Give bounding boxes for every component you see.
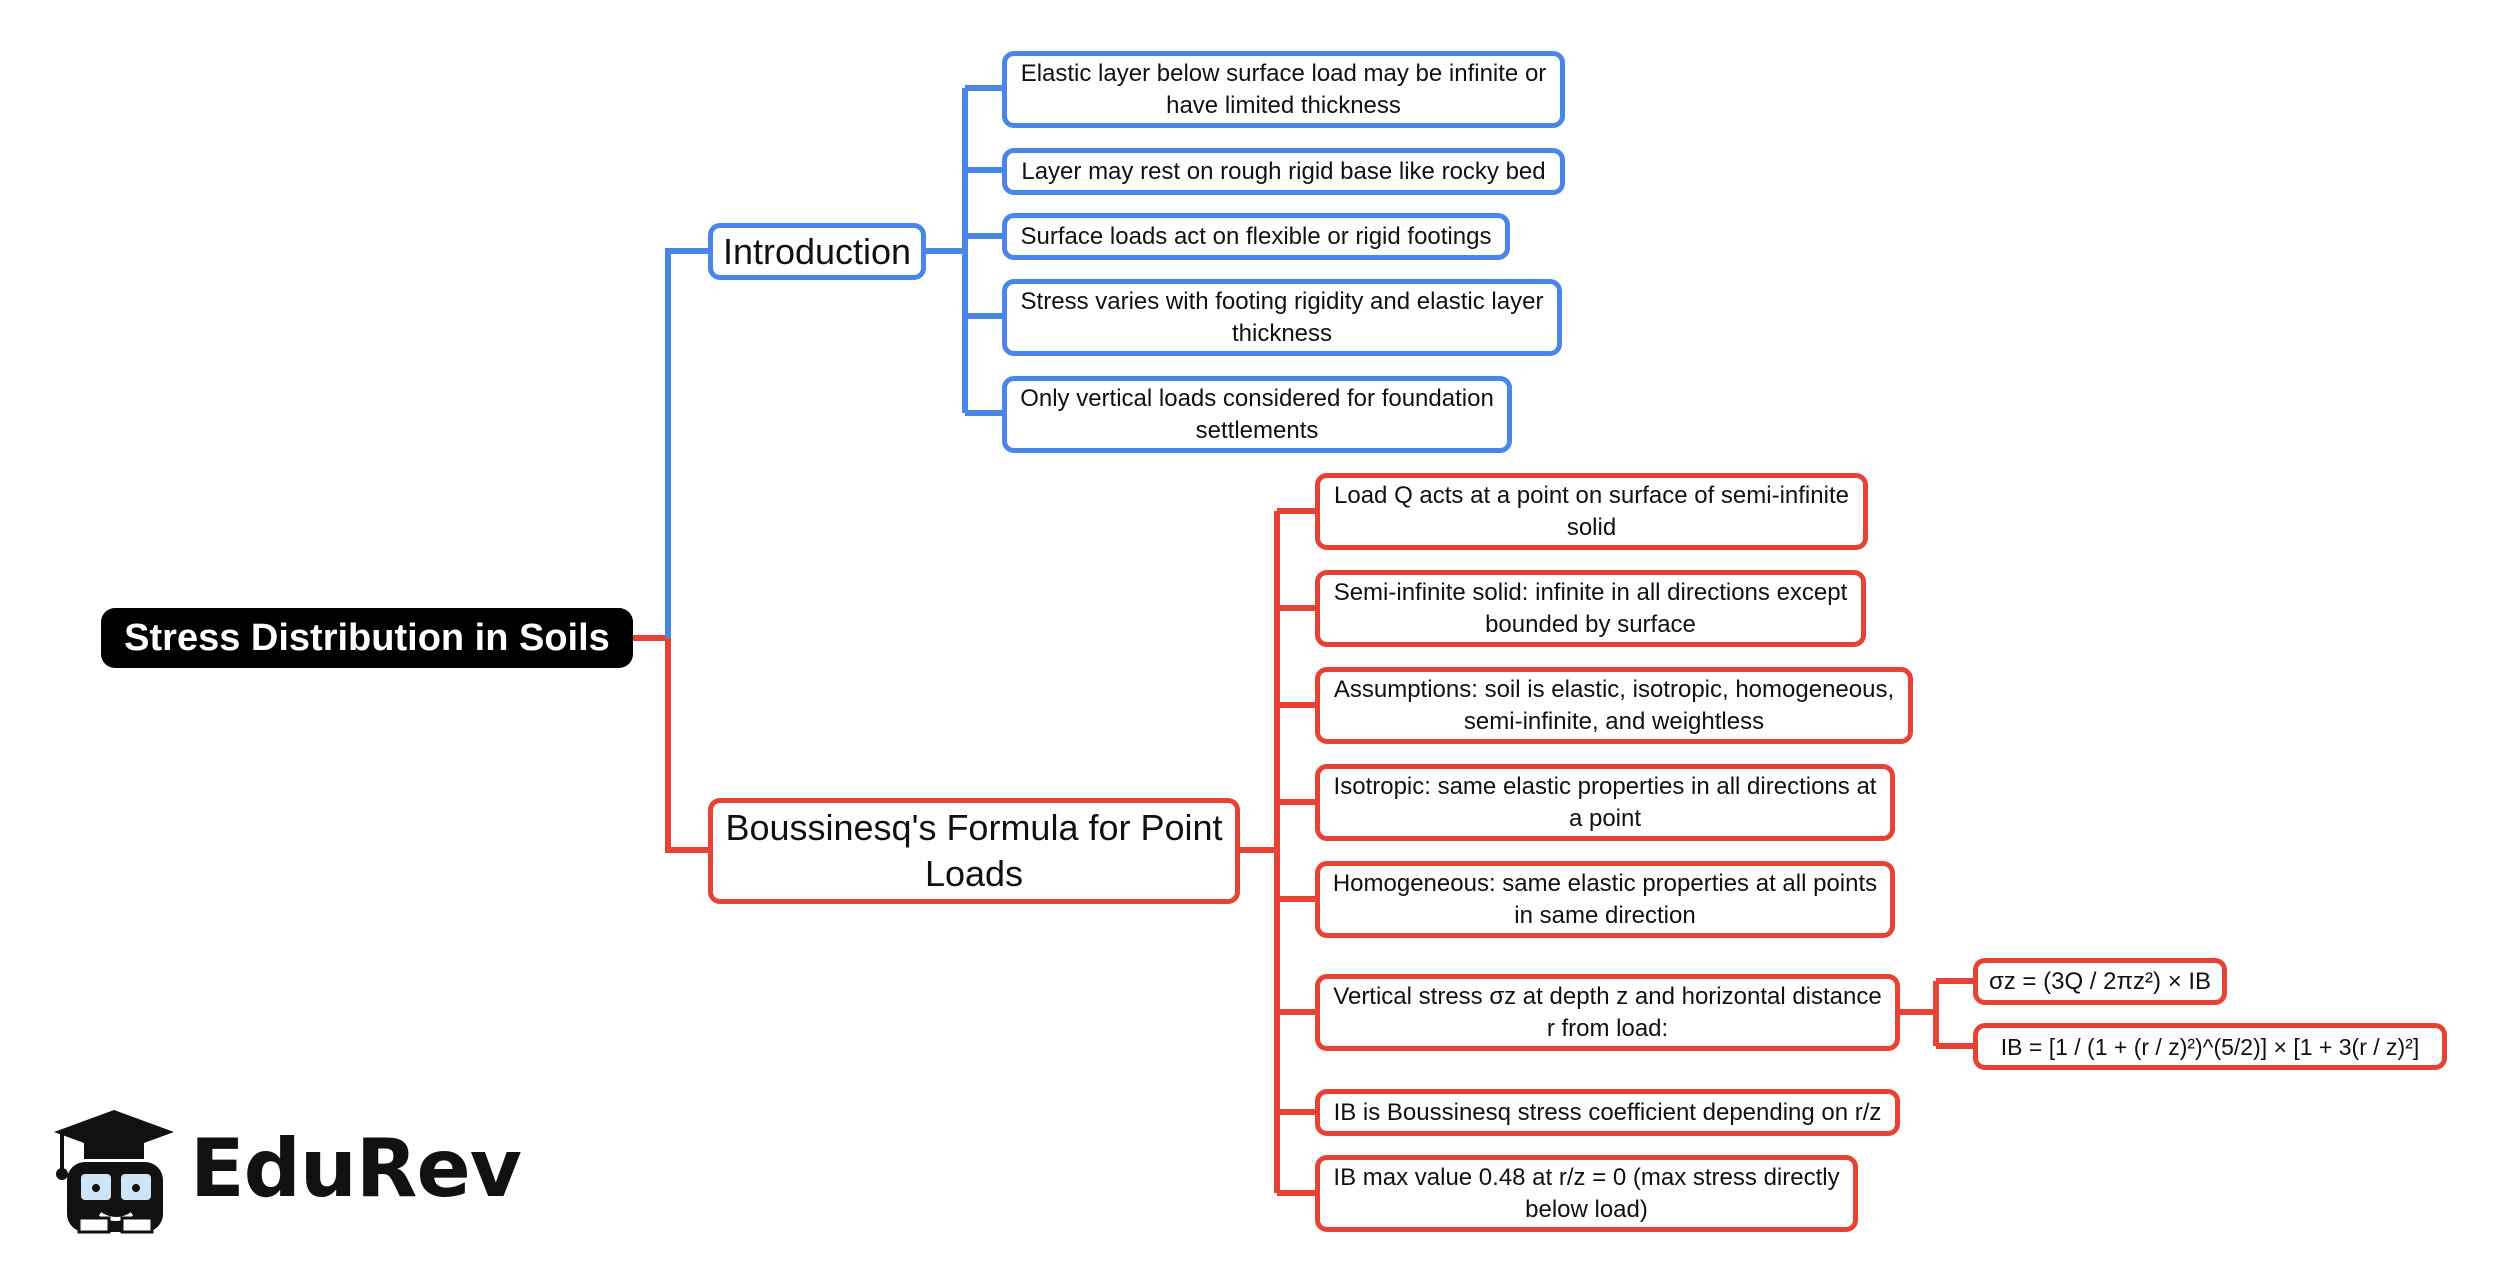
bouss-item-text: Assumptions: soil is elastic, isotropic,… — [1333, 675, 1895, 735]
intro-item-4[interactable]: Stress varies with footing rigidity and … — [1002, 279, 1562, 356]
introduction-node[interactable]: Introduction — [708, 223, 926, 280]
edurev-logo-text: EduRev — [190, 1122, 522, 1215]
intro-item-text: Layer may rest on rough rigid base like … — [1021, 157, 1546, 185]
formula-text: IB = [1 / (1 + (r / z)²)^(5/2)] × [1 + 3… — [2000, 1033, 2420, 1060]
intro-item-3[interactable]: Surface loads act on flexible or rigid f… — [1002, 213, 1510, 260]
formula-ib[interactable]: IB = [1 / (1 + (r / z)²)^(5/2)] × [1 + 3… — [1973, 1023, 2447, 1070]
intro-item-2[interactable]: Layer may rest on rough rigid base like … — [1002, 148, 1565, 195]
intro-item-text: Surface loads act on flexible or rigid f… — [1020, 222, 1492, 250]
bouss-item-text: Load Q acts at a point on surface of sem… — [1334, 481, 1849, 541]
bouss-item-3[interactable]: Assumptions: soil is elastic, isotropic,… — [1315, 667, 1913, 744]
bouss-item-8[interactable]: IB max value 0.48 at r/z = 0 (max stress… — [1315, 1155, 1858, 1232]
bouss-item-2[interactable]: Semi-infinite solid: infinite in all dir… — [1315, 570, 1866, 647]
bouss-item-7[interactable]: IB is Boussinesq stress coefficient depe… — [1315, 1089, 1900, 1136]
bouss-item-text: IB max value 0.48 at r/z = 0 (max stress… — [1333, 1163, 1840, 1223]
intro-item-1[interactable]: Elastic layer below surface load may be … — [1002, 51, 1565, 128]
bouss-item-text: Vertical stress σz at depth z and horizo… — [1333, 982, 1882, 1042]
intro-item-text: Elastic layer below surface load may be … — [1020, 59, 1547, 119]
bouss-item-text: Isotropic: same elastic properties in al… — [1333, 772, 1877, 832]
root-node[interactable]: Stress Distribution in Soils — [101, 608, 633, 668]
intro-item-text: Only vertical loads considered for found… — [1020, 384, 1494, 444]
edurev-logo[interactable]: EduRev — [14, 1082, 522, 1257]
graduation-cap-mascot-icon — [54, 1110, 174, 1234]
bouss-item-4[interactable]: Isotropic: same elastic properties in al… — [1315, 764, 1895, 841]
bouss-item-5[interactable]: Homogeneous: same elastic properties at … — [1315, 861, 1895, 938]
introduction-label: Introduction — [722, 230, 912, 272]
root-label: Stress Distribution in Soils — [124, 616, 610, 659]
boussinesq-label: Boussinesq's Formula for Point Loads — [725, 807, 1223, 894]
bouss-item-1[interactable]: Load Q acts at a point on surface of sem… — [1315, 473, 1868, 550]
intro-item-5[interactable]: Only vertical loads considered for found… — [1002, 376, 1512, 453]
intro-item-text: Stress varies with footing rigidity and … — [1020, 287, 1544, 347]
bouss-item-6[interactable]: Vertical stress σz at depth z and horizo… — [1315, 974, 1900, 1051]
bouss-item-text: Homogeneous: same elastic properties at … — [1332, 869, 1878, 929]
bouss-item-text: IB is Boussinesq stress coefficient depe… — [1333, 1098, 1882, 1126]
formula-text: σz = (3Q / 2πz²) × IB — [1988, 967, 2212, 995]
bouss-item-text: Semi-infinite solid: infinite in all dir… — [1333, 578, 1848, 638]
boussinesq-node[interactable]: Boussinesq's Formula for Point Loads — [708, 798, 1240, 904]
formula-sigma-z[interactable]: σz = (3Q / 2πz²) × IB — [1973, 958, 2227, 1005]
